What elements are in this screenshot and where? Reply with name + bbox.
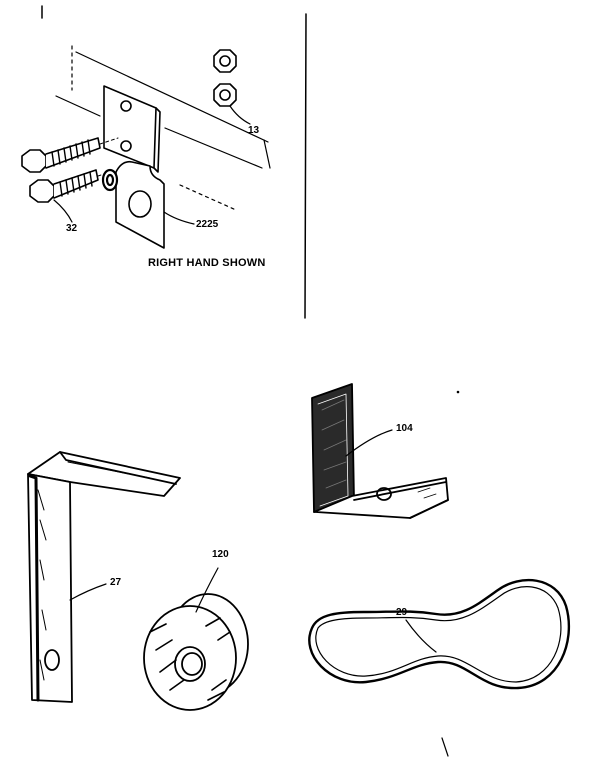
leader-120 — [195, 567, 219, 613]
stray-dot — [456, 390, 460, 394]
lock-washer — [101, 168, 119, 192]
label-29: 29 — [396, 607, 408, 618]
stray-mark — [441, 737, 449, 757]
leader-32 — [53, 199, 73, 223]
angle-bracket-104 — [311, 383, 449, 519]
label-13: 13 — [248, 125, 260, 136]
angle-bracket-27 — [27, 451, 181, 703]
leader-104 — [345, 429, 393, 457]
label-120: 120 — [212, 549, 229, 560]
nut-13-b — [213, 83, 237, 107]
leader-29 — [405, 619, 437, 653]
bolt-32-a — [21, 137, 101, 173]
leader-2225 — [163, 211, 195, 225]
bolt-32-b — [29, 169, 99, 203]
mounting-bracket-2225 — [103, 85, 165, 249]
label-32: 32 — [66, 223, 78, 234]
cabinet-rail — [55, 45, 271, 211]
panel-divider — [304, 13, 307, 319]
label-104: 104 — [396, 423, 413, 434]
leader-13 — [229, 105, 251, 125]
nut-13-a — [213, 49, 237, 73]
label-2225: 2225 — [196, 219, 219, 230]
belt-29 — [308, 578, 571, 690]
caption-right-hand-shown: RIGHT HAND SHOWN — [148, 257, 266, 269]
pulley-120 — [143, 593, 249, 711]
leader-27 — [69, 583, 107, 601]
label-27: 27 — [110, 577, 122, 588]
